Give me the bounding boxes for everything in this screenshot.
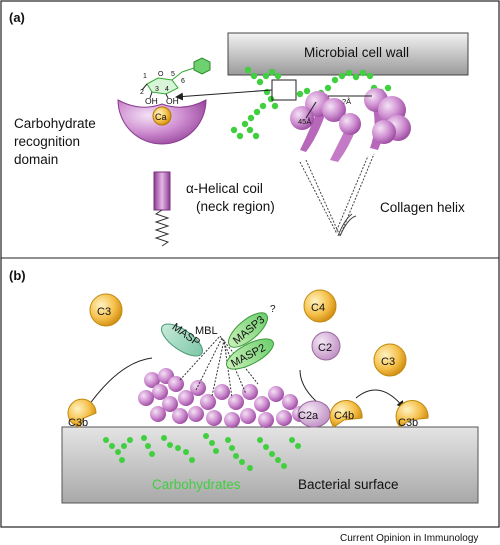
bacterial-surface-label: Bacterial surface (298, 477, 399, 492)
mbl-label: MBL (195, 325, 218, 337)
masp-shape (161, 323, 203, 357)
distance-unknown-label: ?Å (342, 97, 351, 106)
journal-credit: Current Opinion in Immunology (340, 533, 478, 544)
c3-right-label: C3 (381, 356, 395, 368)
distance-45-label: 45Å (298, 117, 311, 126)
helical-label-line2: (neck region) (196, 199, 275, 214)
hydroxyl-left: OH (145, 96, 158, 106)
c2-label: C2 (318, 342, 332, 354)
panel-a-label: (a) (9, 10, 25, 25)
c3b-right-label: C3b (398, 417, 418, 429)
c3b-left-shape (67, 398, 97, 428)
c4b-label: C4b (334, 410, 354, 422)
c3b-right-shape (395, 400, 429, 428)
c3-right-sphere (373, 343, 407, 377)
crd-label-line2: recognition (14, 134, 80, 149)
c3-convertase-arrow (355, 389, 405, 409)
ring-number-5: 5 (171, 71, 175, 78)
distance-arrow-45 (305, 101, 317, 119)
helical-label-line1: α-Helical coil (186, 181, 263, 196)
carbohydrates-label: Carbohydrates (152, 477, 241, 492)
ring-number-2: 2 (140, 89, 144, 96)
microbial-cell-wall-label: Microbial cell wall (304, 45, 409, 60)
ring-number-4: 4 (165, 86, 169, 93)
c4-label: C4 (311, 302, 325, 314)
c2-sphere (311, 331, 341, 361)
masp2-shape (226, 338, 274, 370)
c3-left-label: C3 (97, 306, 111, 318)
c3-left-sphere (89, 293, 123, 327)
tail-coil (154, 209, 170, 247)
calcium-label: Ca (155, 112, 167, 122)
neck-region (153, 171, 171, 211)
collagen-helix-label: Collagen helix (380, 200, 465, 215)
c4b-shape (329, 400, 363, 428)
ring-number-1: 1 (143, 73, 147, 80)
hydroxyl-right: OH (166, 96, 179, 106)
c4-sphere (303, 289, 337, 323)
crd-label-line1: Carbohydrate (14, 116, 96, 131)
masp3-shape (228, 312, 268, 348)
mbl-cluster (138, 335, 308, 428)
surface-carbohydrates (103, 433, 301, 471)
sugar-ring (141, 57, 211, 99)
ring-number-6: 6 (181, 78, 185, 85)
c3b-left-label: C3b (68, 417, 88, 429)
panel-b-label: (b) (9, 268, 26, 283)
question-mark: ? (270, 304, 276, 315)
ring-oxygen: O (158, 71, 164, 78)
figure-frame (0, 0, 500, 528)
crd-label-line3: domain (14, 152, 58, 167)
ring-number-3: 3 (155, 86, 159, 93)
bacterial-surface (61, 426, 479, 504)
calcium-ion (152, 106, 172, 126)
microbial-cell-wall (227, 32, 469, 76)
zoom-box (271, 79, 297, 101)
mbl-oligomer (290, 88, 411, 238)
c2a-label: C2a (298, 410, 319, 422)
zoom-arrow (175, 89, 273, 101)
